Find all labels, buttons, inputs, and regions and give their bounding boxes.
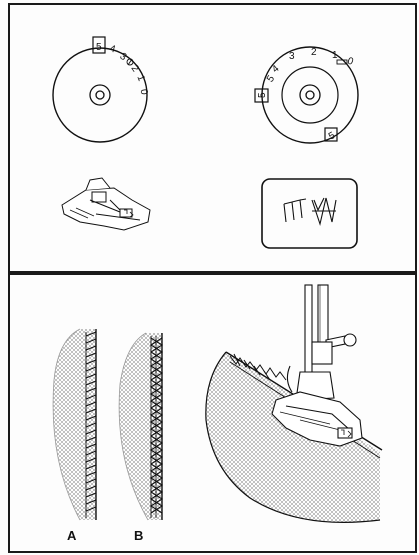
fabric-sample-a (53, 329, 96, 520)
sample-a-label: A (67, 528, 77, 543)
stitch-width-number: 3 (289, 51, 295, 62)
half-step-mark-icon (127, 59, 133, 65)
triple-zigzag-pattern-icon (312, 198, 336, 224)
stitch-width-number: 0 (346, 56, 355, 68)
stitch-width-number: 2 (311, 47, 317, 58)
presser-foot-icon (62, 178, 150, 230)
stitch-length-dial[interactable]: 5 4 3 2 1 0 (53, 37, 149, 142)
sample-b-label: B (134, 528, 143, 543)
stitch-width-number: 4 (270, 63, 282, 75)
stitch-length-number: 4 (108, 43, 117, 55)
pattern-window (262, 179, 357, 248)
stitch-width-dial[interactable]: 5 4 3 2 1 0 5 5 (255, 47, 358, 143)
sewing-machine-foot (272, 285, 362, 446)
stitch-width-number: 5 (265, 73, 277, 84)
stitch-width-boxed-number: 5 (257, 92, 268, 98)
fabric-sample-b (119, 333, 162, 520)
stitch-width-number: 1 (332, 50, 338, 61)
stitch-length-boxed-number: 5 (96, 42, 102, 53)
straight-zigzag-pattern-icon (284, 199, 306, 222)
